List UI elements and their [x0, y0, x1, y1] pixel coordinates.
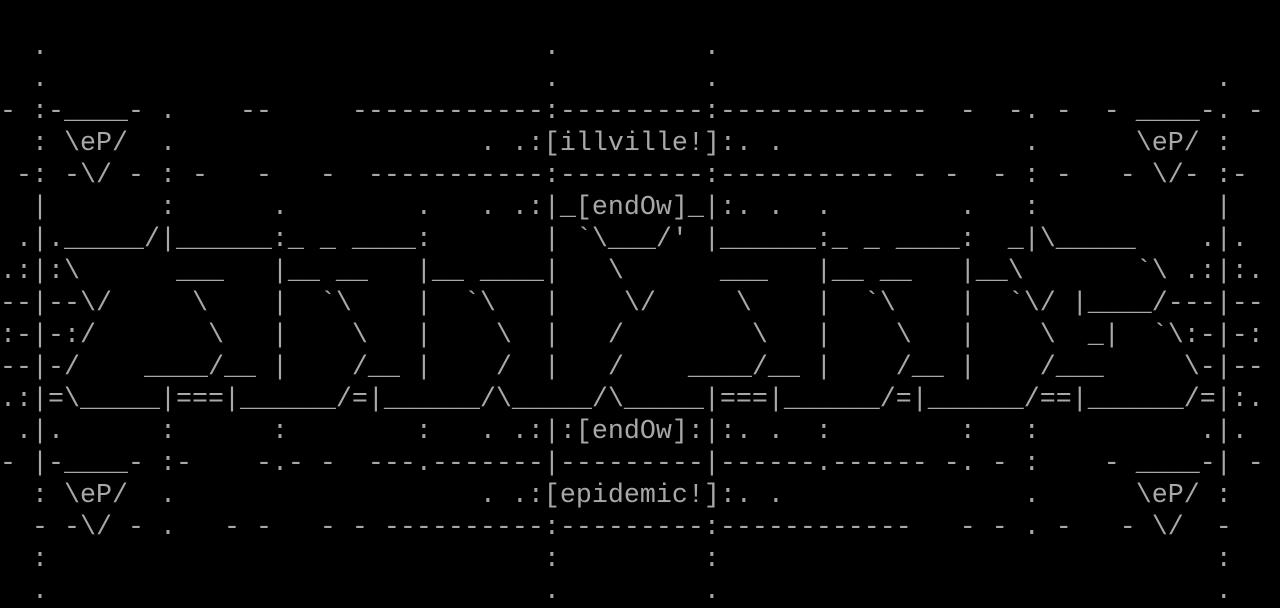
- ascii-row-frame-top-lower: -: -\/ - : - - - -----------:---------:-…: [0, 161, 1248, 191]
- terminal-screen: . . . . . . . - :-____- . -- -----------…: [0, 32, 1264, 608]
- ascii-row-logo-1: .|._____/|______:_ _ ____: | `\___/' |__…: [0, 225, 1248, 255]
- ascii-row-title-epidemic: : \eP/ . . .:[epidemic!]:. . . \eP/ :: [0, 481, 1232, 511]
- ascii-row-border-top-2: . . . .: [0, 65, 1232, 95]
- ascii-row-logo-2: .:|:\ ___ |__ __ |__ ____| \ ___ |__ __ …: [0, 257, 1264, 287]
- ascii-row-frame-bottom: - |-____- :- -.- - ---.-------|---------…: [0, 449, 1264, 479]
- ascii-row-frame-bottom-lower: - -\/ - . - - - - ----------:---------:-…: [0, 513, 1232, 543]
- ascii-row-border-bottom-2: . . . .: [0, 577, 1232, 607]
- ascii-row-title-illville: : \eP/ . . .:[illville!]:. . . \eP/ :: [0, 129, 1232, 159]
- ascii-row-logo-5: --|-/ ____/__ | /__ | / | / ____/__ | /_…: [0, 353, 1264, 383]
- ascii-row-logo-4: :-|-:/ \ | \ | \ | / \ | \ | \ _| `\:-|-…: [0, 321, 1264, 351]
- ascii-row-title-endow-top: | : . . . .:|_[endOw]_|:. . . . : |: [0, 193, 1232, 223]
- ascii-row-logo-6: .:|=\_____|===|______/=|______/\_____/\_…: [0, 385, 1264, 415]
- ascii-row-frame-top: - :-____- . -- ------------:---------:--…: [0, 97, 1264, 127]
- ascii-row-title-endow-bottom: .|. : : : . .:|:[endOw]:|:. . : : : .|.: [0, 417, 1248, 447]
- ascii-row-border-bottom-1: : : : :: [0, 545, 1232, 575]
- ascii-row-logo-3: --|--\/ \ | `\ | `\ | \/ \ | `\ | `\/ |_…: [0, 289, 1264, 319]
- ascii-row-border-top-1: . . .: [0, 33, 720, 63]
